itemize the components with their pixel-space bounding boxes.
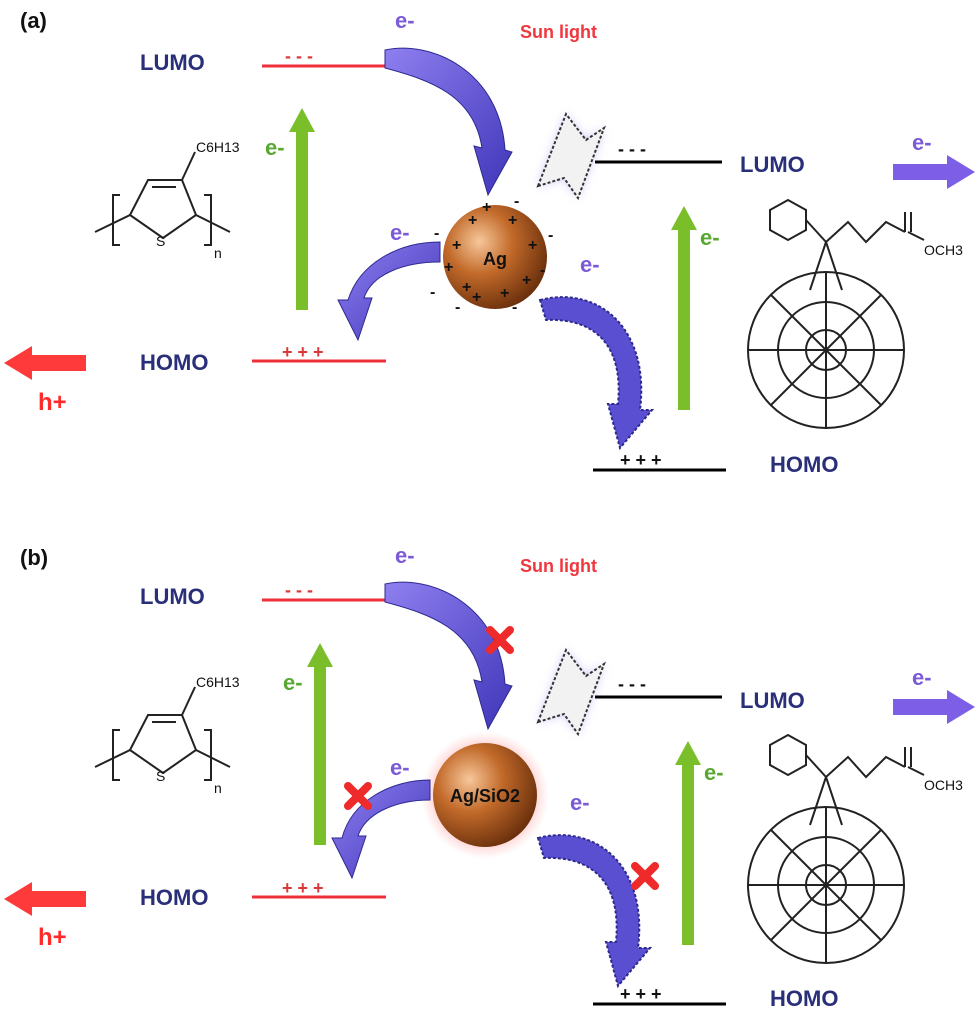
- hole-arrow: [4, 882, 86, 916]
- blocked-x-icon: [635, 866, 655, 886]
- hole-arrow: [4, 346, 86, 380]
- p3ht-structure: [94, 686, 231, 781]
- svg-text:+: +: [500, 285, 509, 302]
- p3ht-lumo-label: LUMO: [140, 50, 205, 75]
- svg-text:+: +: [462, 279, 471, 296]
- pcbm-excitation-arrow: [675, 741, 701, 945]
- electron-out-label: e-: [912, 665, 932, 690]
- p3ht-lumo-charges: - - -: [285, 46, 313, 66]
- hole-label: h+: [38, 924, 67, 951]
- p3ht-excitation-arrow: [289, 108, 315, 310]
- svg-text:-: -: [512, 299, 517, 316]
- blocked-x-icon: [348, 786, 368, 806]
- svg-text:+: +: [452, 237, 461, 254]
- pcbm-structure: [747, 198, 925, 429]
- p3ht-homo-label: HOMO: [140, 885, 208, 910]
- svg-text:+: +: [508, 212, 517, 229]
- svg-text:+: +: [468, 212, 477, 229]
- pcbm-excitation-electron: e-: [700, 225, 720, 250]
- p3ht-sulfur: S: [156, 768, 165, 784]
- hole-label: h+: [38, 389, 67, 416]
- svg-text:+: +: [528, 237, 537, 254]
- pcbm-ester: OCH3: [924, 777, 963, 793]
- electron-label-left: e-: [390, 755, 410, 780]
- panel-b: (b) - - - LUMO + + + HOMO e- h+ S C6H13 …: [4, 543, 975, 1011]
- svg-text:-: -: [514, 193, 519, 210]
- pcbm-homo-charges: + + +: [620, 450, 662, 470]
- p3ht-homo-label: HOMO: [140, 350, 208, 375]
- panel-a-label: (a): [20, 8, 47, 33]
- sunlight-bolt-icon: [537, 113, 605, 199]
- p3ht-lumo-label: LUMO: [140, 584, 205, 609]
- panel-b-label: (b): [20, 545, 48, 570]
- electron-label-right: e-: [580, 252, 600, 277]
- p3ht-excitation-electron: e-: [265, 135, 285, 160]
- p3ht-sidechain: C6H13: [196, 139, 240, 155]
- pcbm-structure: [747, 733, 925, 964]
- p3ht-structure: [94, 151, 231, 246]
- p3ht-excitation-arrow: [307, 643, 333, 845]
- svg-text:+: +: [522, 272, 531, 289]
- electron-label-top: e-: [395, 543, 415, 568]
- svg-text:+: +: [444, 259, 453, 276]
- pcbm-lumo-charges: - - -: [618, 674, 646, 694]
- pcbm-ester: OCH3: [924, 242, 963, 258]
- p3ht-excitation-electron: e-: [283, 670, 303, 695]
- sunlight-bolt-icon: [537, 649, 605, 735]
- svg-text:-: -: [434, 225, 439, 242]
- electron-label-left: e-: [390, 220, 410, 245]
- ag-sio2-label: Ag/SiO2: [450, 786, 520, 806]
- sunlight-label: Sun light: [520, 22, 597, 42]
- ag-label: Ag: [483, 249, 507, 269]
- pcbm-lumo-label: LUMO: [740, 688, 805, 713]
- svg-text:-: -: [548, 227, 553, 244]
- p3ht-repeat-n: n: [214, 780, 222, 796]
- electron-out-arrow: [893, 155, 975, 189]
- electron-transfer-arrows: [337, 47, 655, 451]
- p3ht-homo-charges: + + +: [282, 878, 324, 898]
- svg-text:+: +: [482, 199, 491, 216]
- pcbm-homo-label: HOMO: [770, 452, 838, 477]
- electron-transfer-arrows: [331, 581, 653, 989]
- pcbm-lumo-charges: - - -: [618, 139, 646, 159]
- pcbm-excitation-electron: e-: [704, 760, 724, 785]
- ag-sio2-nanoparticle: Ag/SiO2: [421, 731, 549, 859]
- pcbm-homo-label: HOMO: [770, 986, 838, 1011]
- sunlight-label: Sun light: [520, 556, 597, 576]
- p3ht-homo-charges: + + +: [282, 342, 324, 362]
- svg-text:-: -: [455, 299, 460, 316]
- electron-label-top: e-: [395, 8, 415, 33]
- ag-nanoparticle: Ag ++ ++ ++ ++ ++ -- -- -- -: [430, 193, 553, 316]
- p3ht-sidechain: C6H13: [196, 674, 240, 690]
- pcbm-lumo-label: LUMO: [740, 152, 805, 177]
- electron-label-right: e-: [570, 790, 590, 815]
- p3ht-lumo-charges: - - -: [285, 580, 313, 600]
- svg-text:-: -: [430, 284, 435, 301]
- p3ht-repeat-n: n: [214, 245, 222, 261]
- svg-text:+: +: [472, 289, 481, 306]
- pcbm-excitation-arrow: [671, 206, 697, 410]
- svg-text:-: -: [540, 262, 545, 279]
- p3ht-sulfur: S: [156, 233, 165, 249]
- electron-out-label: e-: [912, 130, 932, 155]
- pcbm-homo-charges: + + +: [620, 984, 662, 1004]
- panel-a: (a) - - - LUMO + + + HOMO e- h+: [4, 8, 975, 477]
- electron-out-arrow: [893, 690, 975, 724]
